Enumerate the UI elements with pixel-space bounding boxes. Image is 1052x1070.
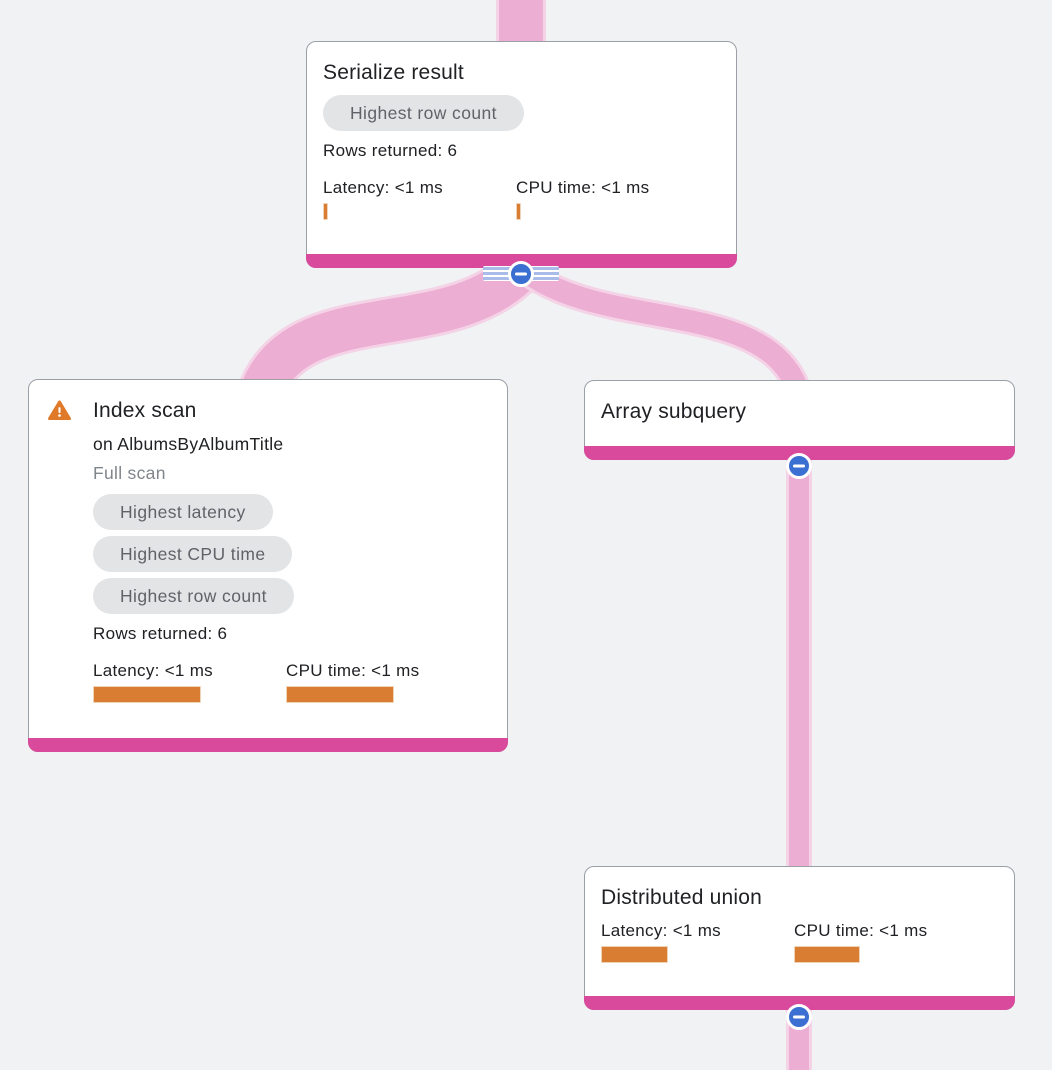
node-title: Array subquery (601, 400, 747, 423)
latency-bar (93, 686, 201, 703)
cpu-time-metric: CPU time: <1 ms (516, 177, 709, 220)
node-accent-bar (584, 996, 1015, 1010)
badge-highest-latency: Highest latency (93, 494, 273, 530)
full-scan-note: Full scan (93, 463, 166, 483)
node-title: Distributed union (601, 886, 762, 909)
badge-highest-row-count: Highest row count (93, 578, 294, 614)
collapse-button-distributed-union[interactable] (786, 1004, 812, 1030)
metrics-row: Latency: <1 ms CPU time: <1 ms (601, 920, 998, 963)
edge-serialize-result-to-index-scan (239, 251, 539, 401)
node-accent-bar (28, 738, 508, 752)
rows-returned: Rows returned: 6 (323, 141, 458, 160)
minus-icon (793, 464, 805, 468)
plan-node-array-subquery[interactable]: Array subquery (584, 380, 1015, 460)
minus-icon (515, 272, 527, 276)
latency-metric: Latency: <1 ms (93, 660, 286, 703)
metrics-row: Latency: <1 ms CPU time: <1 ms (323, 177, 720, 220)
metrics-row: Latency: <1 ms CPU time: <1 ms (93, 660, 491, 703)
cpu-time-bar (516, 203, 521, 220)
cpu-time-metric: CPU time: <1 ms (286, 660, 479, 703)
edge-serialize-result-to-array-subquery (514, 257, 811, 394)
plan-node-index-scan[interactable]: Index scan on AlbumsByAlbumTitle Full sc… (28, 379, 508, 752)
warning-triangle-icon (48, 400, 71, 421)
latency-metric: Latency: <1 ms (323, 177, 516, 220)
cpu-time-metric: CPU time: <1 ms (794, 920, 987, 963)
cpu-time-bar (286, 686, 394, 703)
collapse-button-serialize-result[interactable] (508, 261, 534, 287)
latency-bar (601, 946, 668, 963)
node-title: Serialize result (323, 61, 464, 84)
node-subtitle: on AlbumsByAlbumTitle (93, 434, 284, 454)
badge-highest-cpu-time: Highest CPU time (93, 536, 293, 572)
plan-node-distributed-union[interactable]: Distributed union Latency: <1 ms CPU tim… (584, 866, 1015, 1010)
latency-metric: Latency: <1 ms (601, 920, 794, 963)
badge-highest-row-count: Highest row count (323, 95, 524, 131)
rows-returned: Rows returned: 6 (93, 624, 228, 643)
cpu-time-bar (794, 946, 860, 963)
plan-node-serialize-result[interactable]: Serialize result Highest row count Rows … (306, 41, 737, 268)
minus-icon (793, 1015, 805, 1019)
node-title: Index scan (93, 399, 197, 422)
latency-bar (323, 203, 328, 220)
collapse-button-array-subquery[interactable] (786, 453, 812, 479)
